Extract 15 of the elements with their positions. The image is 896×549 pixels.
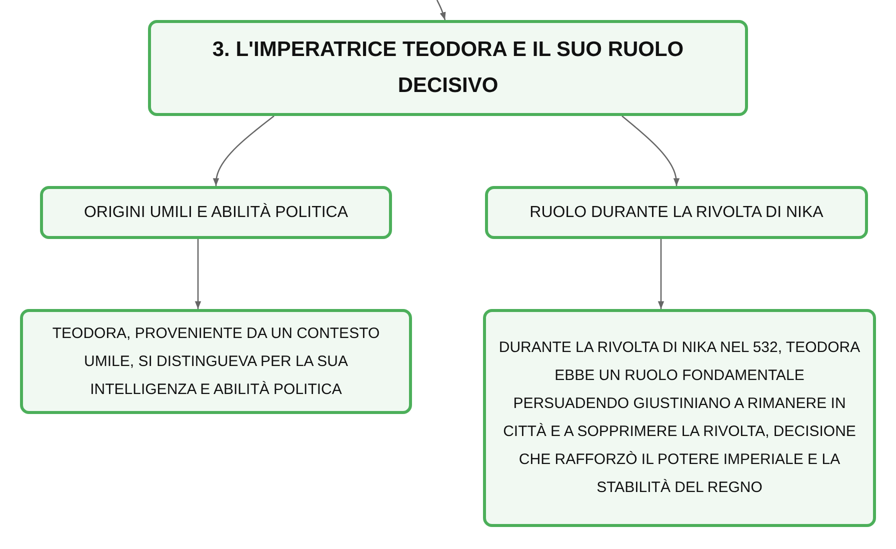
topic-box <box>483 309 876 527</box>
node-text: RUOLO DURANTE LA RIVOLTA DI NIKA <box>530 204 824 222</box>
node-text: ORIGINI UMILI E ABILITÀ POLITICA <box>84 204 348 222</box>
node-text: TEODORA, PROVENIENTE DA UN CONTESTO UMILE, SI DISTINGUEVA PER LA SUA INTELLIGENZA E ABILITÀ POLITICA <box>51 324 381 400</box>
arrow <box>658 239 664 309</box>
arrow <box>194 239 202 309</box>
title-box <box>148 20 748 116</box>
arrow <box>436 0 446 20</box>
topic-box <box>485 186 868 239</box>
arrow <box>212 115 274 186</box>
arrow <box>622 116 680 186</box>
topic-box <box>20 309 412 414</box>
node-text: DURANTE LA RIVOLTA DI NIKA NEL 532, TEODORA EBBE UN RUOLO FONDAMENTALE PERSUADENDO GIUSTINIANO A RIMANERE IN CITTÀ E A SOPPRIMERE LA RIVOLTA, DECISIONE CHE RAFFORZÒ IL POTERE IMPERIALE E LA STABILITÀ DEL REGNO <box>498 338 862 498</box>
topic-box <box>40 186 392 239</box>
node-text: 3. L'IMPERATRICE TEODORA E IL SUO RUOLO DECISIVO <box>211 37 685 99</box>
